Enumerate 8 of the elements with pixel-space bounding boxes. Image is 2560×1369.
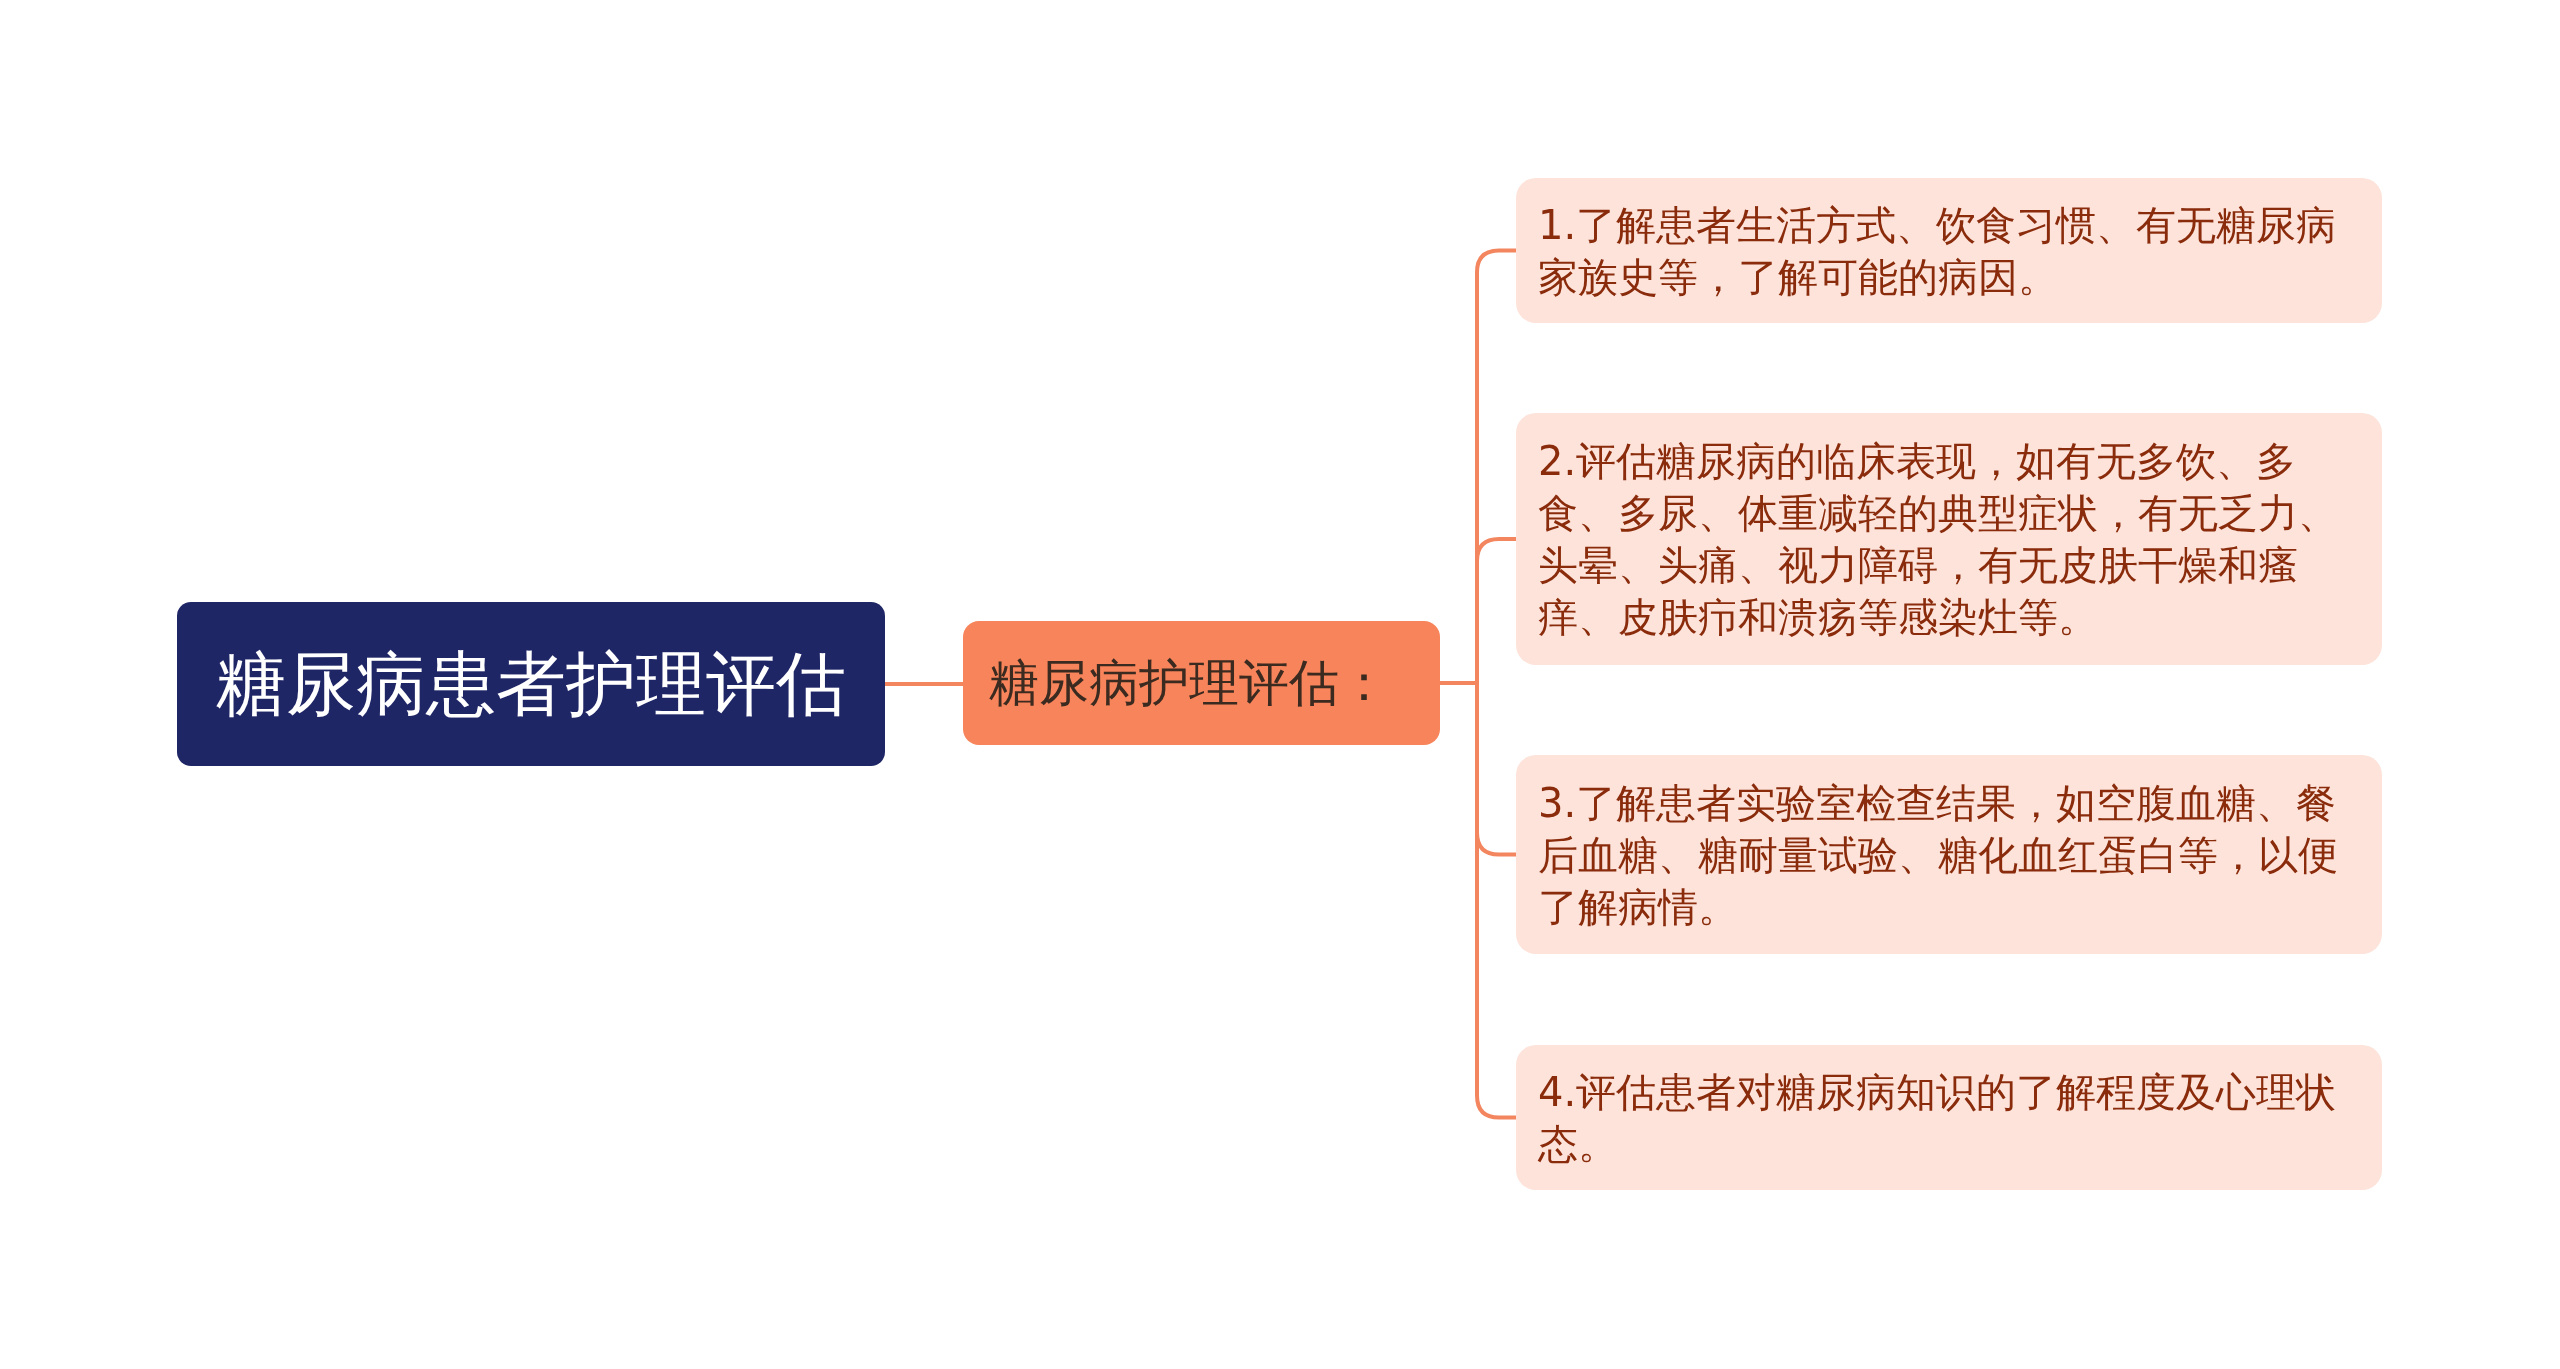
detail-box: 2.评估糖尿病的临床表现，如有无多饮、多食、多尿、体重减轻的典型症状，有无乏力、头晕、头痛、视力障碍，有无皮肤干燥和瘙痒、皮肤疖和溃疡等感染灶等。 — [1516, 413, 2382, 665]
main-topic-box: 糖尿病患者护理评估 — [177, 602, 885, 766]
topic-box: 糖尿病护理评估： — [963, 621, 1440, 745]
connector-line — [885, 682, 963, 686]
detail-box: 3.了解患者实验室检查结果，如空腹血糖、餐后血糖、糖耐量试验、糖化血红蛋白等，以便了解病情。 — [1516, 755, 2382, 954]
detail-box: 4.评估患者对糖尿病知识的了解程度及心理状态。 — [1516, 1045, 2382, 1190]
detail-box: 1.了解患者生活方式、饮食习惯、有无糖尿病家族史等，了解可能的病因。 — [1516, 178, 2382, 323]
connector-line — [1440, 681, 1516, 1120]
